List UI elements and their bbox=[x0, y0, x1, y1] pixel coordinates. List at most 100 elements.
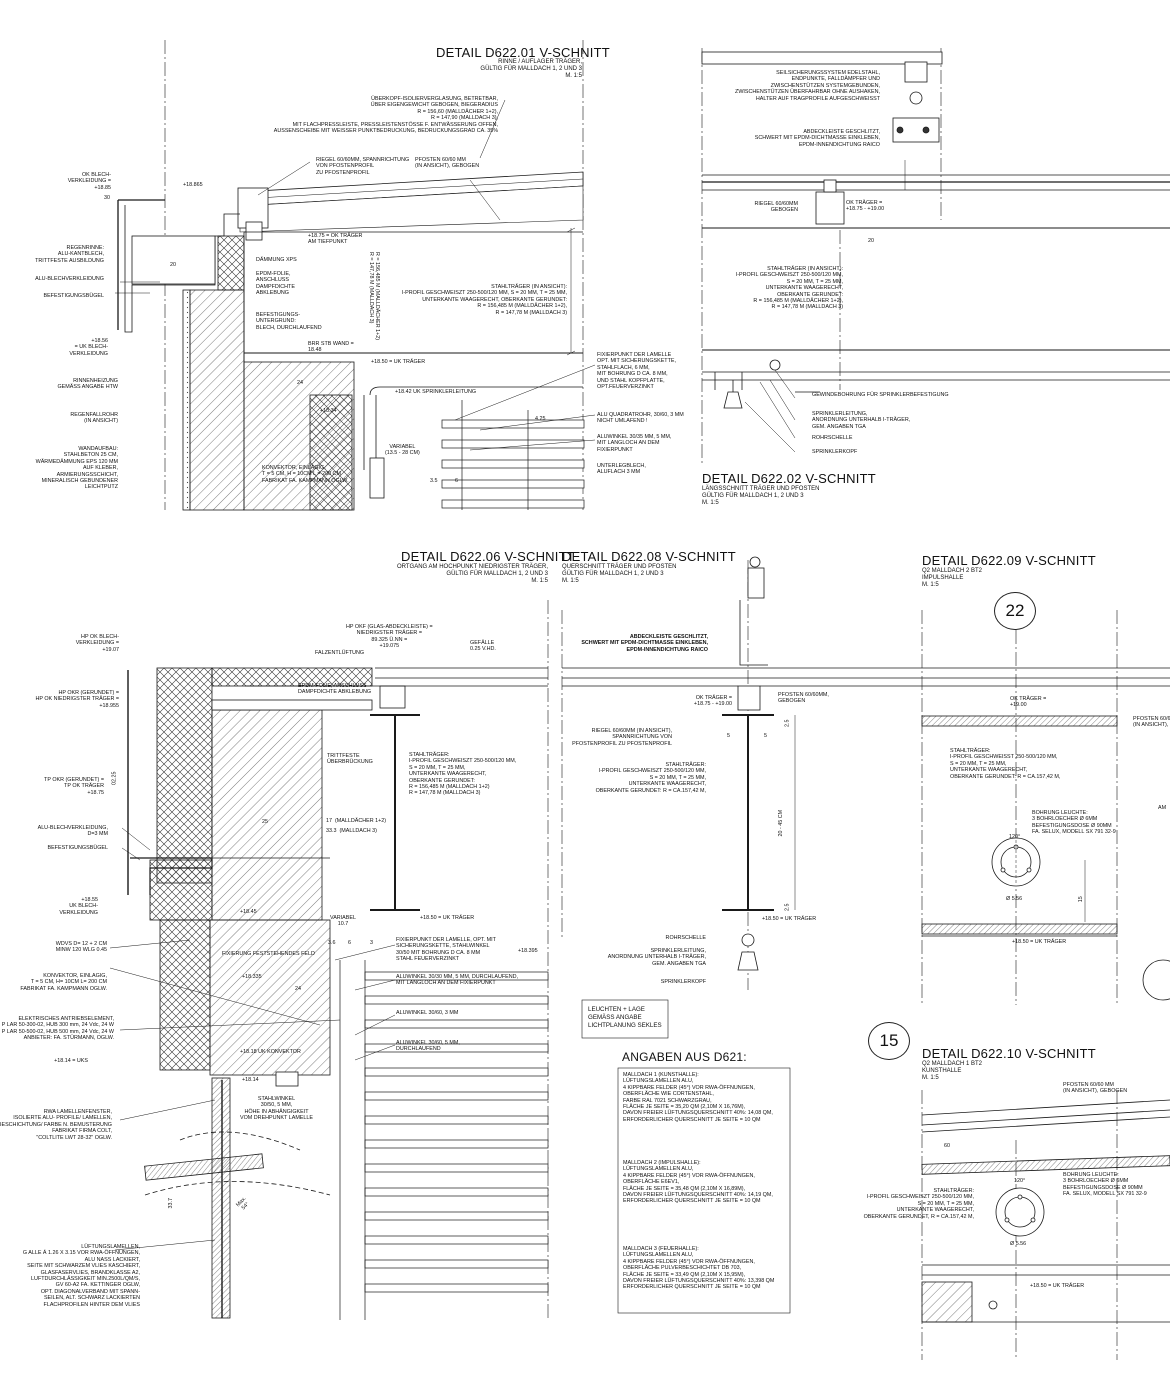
detail-d622-01-subtitle: RINNE / AUFLAGER TRÄGER, GÜLTIG FÜR MALL… bbox=[480, 59, 582, 79]
d10-label-uk-traeger: +18.50 = UK TRÄGER bbox=[1030, 1283, 1085, 1289]
d01-label-alu-blech: ALU-BLECHVERKLEIDUNG bbox=[35, 276, 104, 282]
d01-label-regenrinne: REGENRINNE: ALU-KANTBLECH, TRITTFESTE AU… bbox=[35, 245, 104, 264]
d08-label-riegel: RIEGEL 60/60MM (IN ANSICHT), SPANNRICHTU… bbox=[572, 728, 672, 747]
detail-d622-02-subtitle: LÄNGSSCHNITT TRÄGER UND PFOSTEN GÜLTIG F… bbox=[702, 486, 820, 506]
d01-label-pfosten: PFOSTEN 60/60 MM (IN ANSICHT), GEBOGEN bbox=[415, 157, 480, 170]
d01-label-riegel: RIEGEL 60/60MM, SPANNRICHTUNG VON PFOSTE… bbox=[316, 157, 410, 176]
d06-dim-333: 33.3 (MALLDACH 3) bbox=[326, 828, 377, 834]
d01-label-sprinkler: +18.42 UK SPRINKLERLEITUNG bbox=[395, 389, 477, 395]
section-marker-22: 22 bbox=[994, 592, 1036, 630]
d06-label-uks: +18.14 = UKS bbox=[54, 1058, 88, 1064]
d01-label-epdm: EPDM-FOLIE, ANSCHLUSS DAMPFDICHTE ABKLEB… bbox=[256, 271, 295, 297]
d06-dim-17: 17 (MALLDÄCHER 1+2) bbox=[326, 818, 387, 824]
detail-d622-01-drawing bbox=[115, 40, 596, 511]
d09-label-angle: 120° bbox=[1009, 834, 1021, 840]
detail-d622-08-drawing bbox=[561, 556, 1170, 1314]
d02-label-rohrschelle: ROHRSCHELLE bbox=[812, 435, 853, 441]
d01-dim-6: 6 bbox=[455, 478, 458, 484]
d01-dim-20: 20 bbox=[170, 262, 176, 268]
d02-dim-20: 20 bbox=[868, 238, 874, 244]
d01-dim-35: 3.5 bbox=[430, 478, 438, 484]
section-marker-15: 15 bbox=[868, 1022, 910, 1060]
d09-label-bohrung: BOHRUNG LEUCHTE: 3 BOHRLOECHER Ø 6MM BEF… bbox=[1032, 810, 1116, 836]
d08-label-ok-traeger: OK TRÄGER = +18.75 - +19.00 bbox=[693, 695, 732, 708]
d06-label-trittfeste: TRITTFESTE ÜBERBRÜCKUNG bbox=[327, 753, 373, 766]
d01-label-regenfallrohr: REGENFALLROHR (IN ANSICHT) bbox=[70, 412, 118, 425]
d06-label-epdm: EPDM-FOLIE, ANSCHLUSS DAMPFDICHTE ABKLEB… bbox=[298, 683, 372, 696]
d06-label-rwa: RWA LAMELLENFENSTER, ISOLIERTE ALU- PROF… bbox=[0, 1109, 112, 1141]
d06-label-hp-ok-blech: HP OK BLECH- VERKLEIDUNG = +19.07 bbox=[75, 634, 119, 653]
d08-label-rohrschelle: ROHRSCHELLE bbox=[665, 935, 706, 941]
d10-label-bohrung: BOHRUNG LEUCHTE: 3 BOHRLOECHER Ø 6MM BEF… bbox=[1063, 1172, 1147, 1198]
d06-label-uk-traeger: +18.50 = UK TRÄGER bbox=[420, 915, 475, 921]
d08-label-abdeckleiste: ABDECKLEISTE GESCHLITZT, SCHWERT MIT EPD… bbox=[581, 634, 708, 653]
d06-label-wdvs: WDVS D= 12 + 2 CM MINW 120 WLG 0.45 bbox=[55, 941, 107, 954]
d08-dim-25: 2.5 bbox=[784, 719, 791, 727]
detail-d622-08-subtitle: QUERSCHNITT TRÄGER UND PFOSTEN GÜLTIG FÜ… bbox=[562, 564, 677, 584]
d09-label-ok-traeger: OK TRÄGER = +19.00 bbox=[1010, 696, 1047, 709]
d06-label-fixierpunkt: FIXIERPUNKT DER LAMELLE, OPT. MIT SICHER… bbox=[396, 937, 496, 963]
d08-dim-5b: 5 bbox=[764, 733, 767, 739]
d08-label-leuchten: LEUCHTEN + LAGE GEMÄSS ANGABE LICHTPLANU… bbox=[588, 1006, 662, 1029]
d01-dim-24: 24 bbox=[297, 380, 303, 386]
angaben-block-3: MALLDACH 3 (FEUERHALLE): LÜFTUNGSLAMELLE… bbox=[623, 1246, 775, 1291]
detail-d622-08-title: DETAIL D622.08 V-SCHNITT bbox=[562, 549, 736, 564]
d06-label-alu-blech: ALU-BLECHVERKLEIDUNG, D=3 MM bbox=[37, 825, 108, 838]
d01-label-konvektor: KONVEKTOR, EINLAGIG, T = 5 CM, H = 10CM … bbox=[262, 465, 349, 484]
d01-label-befestigungsuntergrund: BEFESTIGUNGS- UNTERGRUND: BLECH, DURCHLA… bbox=[256, 312, 322, 331]
d08-dim-5a: 5 bbox=[727, 733, 730, 739]
d06-label-aluwinkel1: ALUWINKEL 30/30 MM, 5 MM, DURCHLAUFEND, … bbox=[396, 974, 519, 987]
d10-dim-60: 60 bbox=[944, 1143, 950, 1149]
d06-dim-337: 33.7 bbox=[168, 1197, 175, 1209]
d06-label-level-1814: +18.14 bbox=[242, 1077, 259, 1083]
d02-label-sprinklerkopf: SPRINKLERKOPF bbox=[812, 449, 858, 455]
d06-label-befestigung: BEFESTIGUNGSBÜGEL bbox=[47, 845, 108, 851]
d01-label-unterleg: UNTERLEGBLECH, ALUFLACH 3 MM bbox=[597, 463, 646, 476]
d06-label-level-18335: +18.335 bbox=[242, 974, 262, 980]
d01-label-ok-traeger: +18.75 = OK TRÄGER AM TIEFPUNKT bbox=[308, 233, 363, 246]
d01-label-alu-quadrat: ALU QUADRATROHR, 30/60, 3 MM NICHT UMLAF… bbox=[597, 412, 684, 425]
d09-label-d56: Ø 5.56 bbox=[1006, 896, 1023, 902]
d06-label-level-1845: +18.45 bbox=[240, 909, 257, 915]
d02-label-riegel: RIEGEL 60/60MM GEBOGEN bbox=[754, 201, 798, 214]
d06-label-fixierung: FIXIERUNG FESTSTEHENDES FELD bbox=[222, 951, 315, 957]
detail-d622-06-title: DETAIL D622.06 V-SCHNITT bbox=[401, 549, 575, 564]
detail-d622-09-drawing bbox=[921, 610, 1118, 1005]
detail-d622-10-subtitle: Q2 MALLDACH 1 BT2 KUNSTHALLE M. 1:5 bbox=[922, 1061, 983, 1081]
detail-d622-01-title: DETAIL D622.01 V-SCHNITT bbox=[436, 45, 610, 60]
d01-label-fixierpunkt: FIXIERPUNKT DER LAMELLE OPT. MIT SICHERU… bbox=[597, 352, 676, 391]
d08-dim-25b: 2.5 bbox=[784, 903, 791, 911]
d09-label-uk-traeger: +18.50 = UK TRÄGER bbox=[1012, 939, 1067, 945]
d06-dim-6: 6 bbox=[348, 940, 351, 946]
d01-label-level-1834: +18.34 bbox=[320, 408, 337, 414]
d06-label-uk-konvektor: +18.18 UK KONVEKTOR bbox=[240, 1049, 301, 1055]
d02-label-gewinde: GEWINDEBOHRUNG FÜR SPRINKLERBEFESTIGUNG bbox=[812, 392, 949, 398]
detail-d622-09-subtitle: Q2 MALLDACH 2 BT2 IMPULSHALLE M. 1:5 bbox=[922, 568, 983, 588]
d06-label-konvektor: KONVEKTOR, EINLAGIG, T = 5 CM, H= 10CM L… bbox=[20, 973, 107, 992]
d01-label-uk-traeger: +18.50 = UK TRÄGER bbox=[371, 359, 426, 365]
d06-label-variabel: VARIABEL 10.7 bbox=[330, 915, 356, 928]
d10-label-pfosten: PFOSTEN 60/60 MM (IN ANSICHT), GEBOGEN bbox=[1063, 1082, 1128, 1095]
d06-label-uk-blech: +18.55 UK BLECH- VERKLEIDUNG bbox=[59, 897, 98, 916]
d01-label-level-18865: +18.865 bbox=[183, 182, 203, 188]
d01-label-glazing: ÜBERKOPF-ISOLIERVERGLASUNG, BETRETBAR, Ü… bbox=[273, 96, 498, 135]
d06-dim-24: 24 bbox=[295, 986, 301, 992]
d06-label-hp-okr: HP OKR (GERUNDET) = HP OK NIEDRIGSTER TR… bbox=[35, 690, 119, 709]
d06-label-lueftung: LÜFTUNGSLAMELLEN, G ALLE Á 1.26 X 3.15 V… bbox=[22, 1244, 140, 1308]
d09-dim-15: 15 bbox=[1077, 896, 1084, 903]
d08-label-pfosten: PFOSTEN 60/60MM, GEBOGEN bbox=[778, 692, 829, 705]
d10-label-stahltraeger: STAHLTRÄGER: I-PROFIL GESCHWEISZT 250-50… bbox=[863, 1188, 974, 1220]
detail-d622-06-drawing bbox=[109, 600, 549, 1320]
detail-d622-09-title: DETAIL D622.09 V-SCHNITT bbox=[922, 553, 1096, 568]
d01-label-wandaufbau: WANDAUFBAU: STAHLBETON 25 CM, WÄRMEDÄMMU… bbox=[35, 446, 118, 491]
d06-dim-3: 3 bbox=[370, 940, 373, 946]
d02-label-abdeckleiste: ABDECKLEISTE GESCHLITZT, SCHWERT MIT EPD… bbox=[754, 129, 880, 148]
d01-label-rinnenheizung: RINNENHEIZUNG GEMÄSS ANGABE HTW bbox=[57, 378, 118, 391]
d06-label-hp-okf: HP OKF (GLAS-ABDECKLEISTE) = NIEDRIGSTER… bbox=[346, 624, 433, 650]
d01-label-brr: BRR STB WAND = 18.48 bbox=[308, 341, 354, 354]
d01-label-daemmung: DÄMMUNG XPS bbox=[256, 257, 297, 263]
d01-dim-30: 30 bbox=[104, 195, 110, 201]
d01-label-befestigung: BEFESTIGUNGSBÜGEL bbox=[43, 293, 104, 299]
d01-label-stahltraeger: STAHLTRÄGER (IN ANSICHT): I-PROFIL GESCH… bbox=[401, 284, 567, 316]
d06-label-level-18395: +18.395 bbox=[518, 948, 538, 954]
